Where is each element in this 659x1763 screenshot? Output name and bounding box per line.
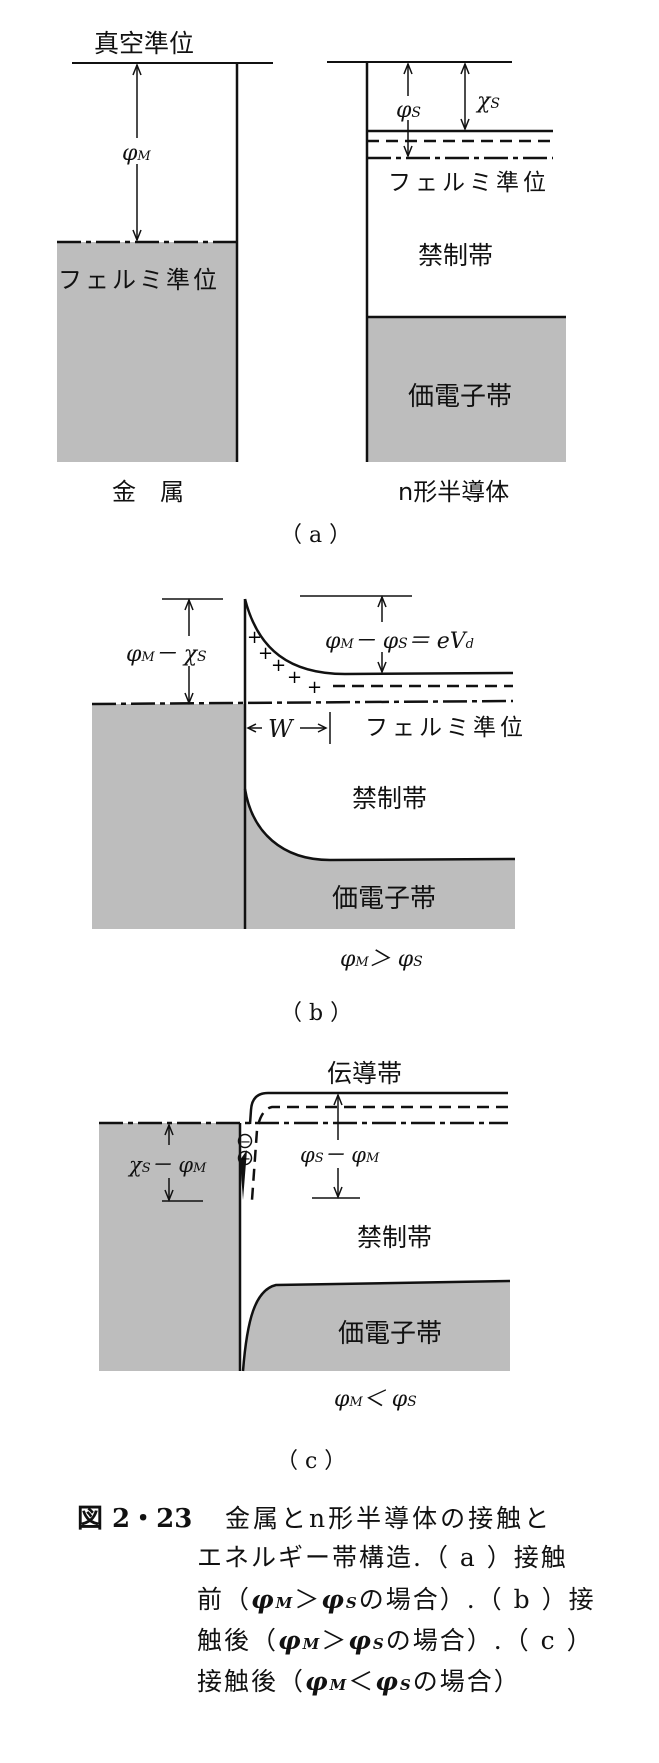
conduction-band-edge-curve bbox=[243, 598, 514, 676]
forbidden-band-label: 禁制帯 bbox=[357, 1223, 432, 1252]
metal-fermi-label: フェルミ準位 bbox=[58, 266, 220, 294]
figure-caption: 図 2・23 金属とn形半導体の接触と エネルギー帯構造.（ a ）接触 前（φ… bbox=[77, 1504, 596, 1696]
caption-line-3: 前（φM＞φSの場合）.（ b ）接 bbox=[197, 1585, 596, 1614]
panel-c-label: （ c ） bbox=[276, 1449, 346, 1474]
conduction-band-edge-curve bbox=[248, 1091, 508, 1125]
chi-s-label: χS bbox=[475, 89, 500, 114]
forbidden-band-label: 禁制帯 bbox=[352, 784, 427, 813]
plus-sign: + bbox=[271, 655, 286, 676]
caption-line-2: エネルギー帯構造.（ a ）接触 bbox=[197, 1543, 568, 1572]
metal-diff-arrow bbox=[162, 1122, 203, 1203]
chi-s-arrow bbox=[460, 61, 470, 132]
forbidden-band-label: 禁制帯 bbox=[418, 241, 493, 270]
figure-number: 図 2・23 bbox=[77, 1504, 192, 1534]
metal-filled-band bbox=[99, 1123, 240, 1371]
valence-band-edge-curve bbox=[243, 788, 516, 862]
panel-a: φM 真空準位 フェルミ準位 φS χS フェルミ準位 禁制帯 価電子帯 金 属… bbox=[57, 29, 566, 548]
depletion-width-arrow bbox=[246, 712, 331, 744]
condition-label: φM＜ φS bbox=[334, 1387, 417, 1412]
conduction-band-label: 伝導帯 bbox=[327, 1059, 402, 1088]
electron-icon: − bbox=[237, 1150, 253, 1167]
panel-c: 伝導帯 − − χS－ φM φ bbox=[99, 1059, 511, 1474]
vacuum-level-label: 真空準位 bbox=[94, 29, 194, 58]
semi-fermi-label: フェルミ準位 bbox=[388, 170, 550, 196]
semi-valence-band bbox=[245, 789, 515, 929]
plus-sign: + bbox=[247, 627, 262, 648]
valence-band-label: 価電子帯 bbox=[338, 1319, 442, 1349]
plus-sign: + bbox=[258, 643, 273, 664]
n-type-semiconductor-label: n形半導体 bbox=[398, 478, 509, 506]
accumulation-wedge bbox=[240, 1150, 247, 1200]
condition-label: φM＞ φS bbox=[340, 947, 423, 972]
fermi-line bbox=[91, 699, 514, 706]
svg-text:−: − bbox=[240, 1152, 251, 1167]
metal-diff-label: χS－ φM bbox=[127, 1153, 207, 1177]
panel-b: + + + + + φM－ χS φM－ φS＝ eVd bbox=[91, 594, 527, 1026]
caption-line-1: 金属とn形半導体の接触と bbox=[225, 1504, 552, 1533]
electron-icon: − bbox=[237, 1133, 253, 1150]
caption-line-4: 触後（φM＞φSの場合）.（ c ） bbox=[197, 1626, 594, 1655]
svg-text:−: − bbox=[240, 1135, 251, 1150]
donor-level-curve bbox=[250, 1105, 508, 1201]
barrier-height-arrow bbox=[184, 597, 194, 706]
semi-diff-label: φS－ φM bbox=[300, 1143, 380, 1167]
metal-filled-band bbox=[92, 704, 245, 929]
metal-label: 金 属 bbox=[112, 478, 184, 506]
valence-band-label: 価電子帯 bbox=[332, 884, 436, 914]
diffusion-potential-label: φM－ φS＝ eVd bbox=[325, 629, 474, 654]
caption-line-5: 接触後（φM＜φSの場合） bbox=[197, 1667, 521, 1696]
phi-m-label: φM bbox=[122, 141, 151, 166]
panel-b-label: （ b ） bbox=[280, 1001, 352, 1026]
space-charge-plus-signs: + + + + + bbox=[247, 627, 322, 698]
semi-valence-band bbox=[367, 317, 566, 462]
depletion-width-label: W bbox=[268, 715, 295, 743]
phi-s-label: φS bbox=[396, 98, 421, 123]
plus-sign: + bbox=[307, 677, 322, 698]
valence-band-edge-curve bbox=[241, 1279, 511, 1372]
semi-diff-arrow bbox=[312, 1092, 360, 1200]
semi-valence-band bbox=[240, 1281, 510, 1371]
metal-filled-band bbox=[57, 242, 238, 462]
diffusion-potential-arrow bbox=[377, 594, 387, 675]
panel-a-label: （ a ） bbox=[280, 523, 351, 548]
plus-sign: + bbox=[287, 667, 302, 688]
fermi-level-label: フェルミ準位 bbox=[365, 715, 527, 741]
valence-band-label: 価電子帯 bbox=[408, 382, 512, 412]
barrier-height-label: φM－ χS bbox=[126, 642, 207, 667]
